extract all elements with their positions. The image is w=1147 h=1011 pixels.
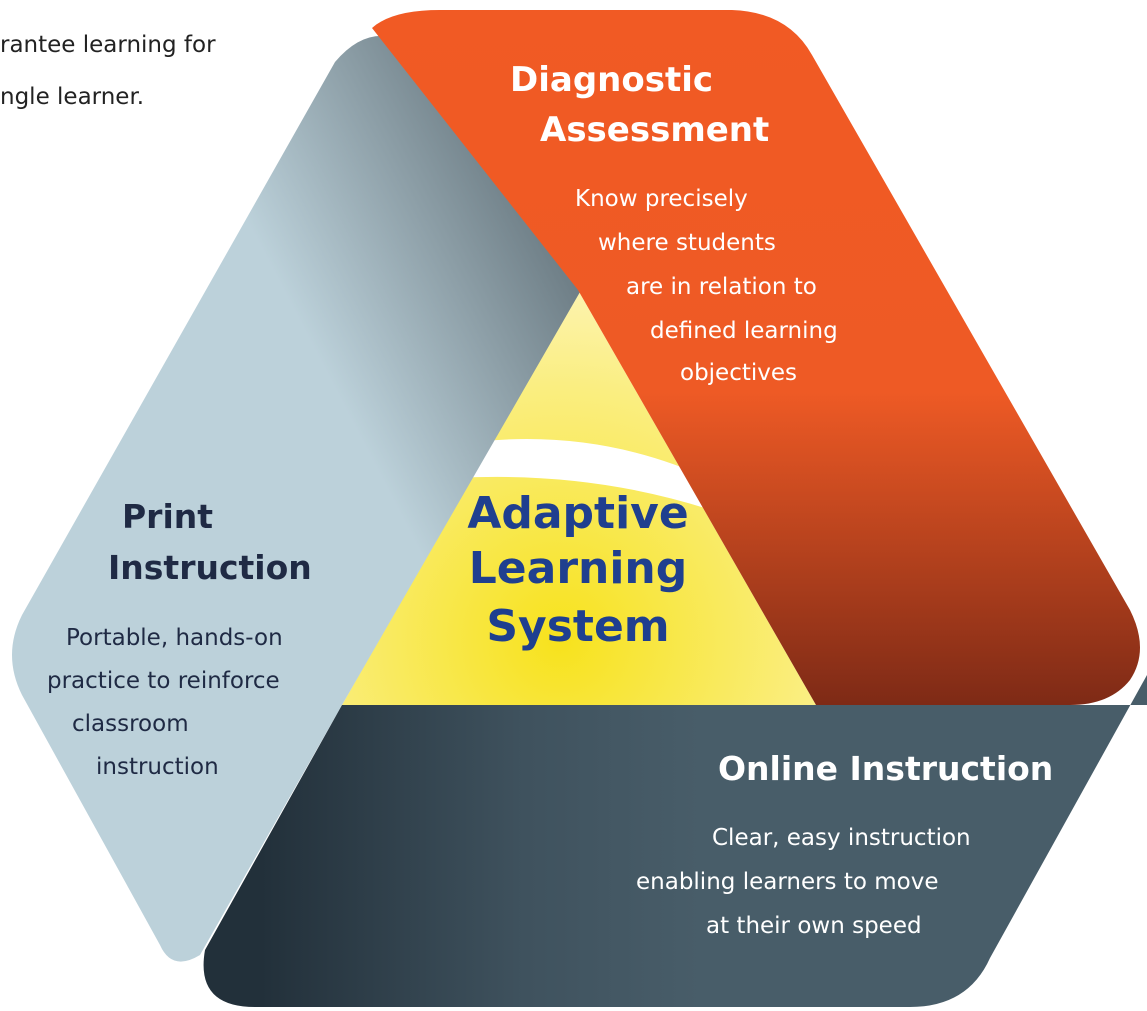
- online-body-line-1: Clear, easy instruction: [712, 825, 971, 851]
- diagnostic-assessment-band: [372, 10, 1140, 705]
- center-glow-arc: [456, 439, 740, 520]
- print-body-line-4: instruction: [96, 754, 219, 780]
- online-body-line-2: enabling learners to move: [636, 869, 939, 895]
- online-body-line-3: at their own speed: [706, 913, 922, 939]
- intro-text-line-1: rantee learning for: [0, 32, 216, 58]
- center-title-line-3: System: [486, 601, 669, 652]
- online-instruction-band: [203, 675, 1147, 1007]
- print-body-line-1: Portable, hands-on: [66, 625, 283, 651]
- diagnostic-body-line-4: defined learning: [650, 318, 838, 344]
- print-title-line-2: Instruction: [108, 548, 312, 587]
- center-title: Adaptive Learning System: [467, 488, 688, 652]
- print-instruction-band: [12, 35, 580, 962]
- diagnostic-body-line-2: where students: [598, 230, 776, 256]
- print-body-line-2: practice to reinforce: [47, 668, 280, 694]
- diagnostic-body-line-3: are in relation to: [626, 274, 817, 300]
- center-triangle: [342, 290, 816, 705]
- diagnostic-body-line-5: objectives: [680, 360, 797, 386]
- intro-text-line-2: ngle learner.: [0, 84, 145, 110]
- diagnostic-title-line-2: Assessment: [540, 110, 769, 150]
- diagnostic-title-line-1: Diagnostic: [510, 60, 713, 100]
- print-body-line-3: classroom: [72, 711, 189, 737]
- online-title: Online Instruction: [718, 749, 1053, 788]
- diagnostic-body-line-1: Know precisely: [575, 186, 748, 212]
- center-title-line-1: Adaptive: [467, 488, 688, 539]
- center-title-line-2: Learning: [469, 543, 688, 594]
- print-title-line-1: Print: [122, 497, 213, 536]
